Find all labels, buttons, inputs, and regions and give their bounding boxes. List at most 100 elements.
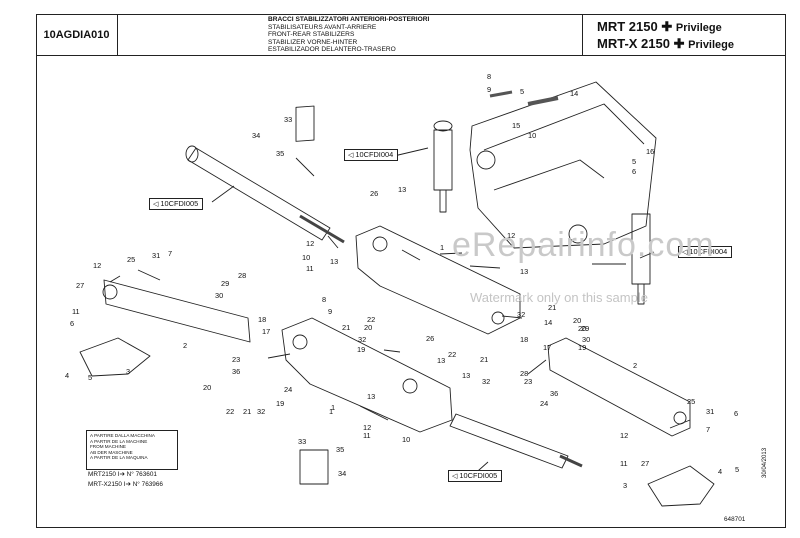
reference-code: 10CFDI005 — [459, 471, 498, 480]
serial-row-2: MRT-X2150 I➔ N° 763966 — [88, 480, 163, 488]
housing-pin-hole — [568, 224, 588, 244]
part-callout: 3 — [623, 481, 628, 490]
part-callout: 19 — [357, 345, 366, 354]
title-french: STABILISATEURS AVANT-ARRIERE — [268, 23, 377, 31]
part-callout: 11 — [306, 264, 314, 273]
stabilizer-arm — [281, 317, 453, 433]
part-callout: 4 — [718, 467, 723, 476]
part-callout: 5 — [88, 373, 93, 382]
model-name-1: MRT 2150 — [597, 19, 658, 34]
arrow-right-icon: I➔ — [117, 471, 125, 478]
stabilizer-leg — [103, 279, 251, 343]
part-callout: 22 — [367, 315, 376, 324]
model-name-2: MRT-X 2150 — [597, 36, 670, 51]
part-callout: 21 — [342, 323, 351, 332]
title-german: STABILIZER VORNE-HINTER — [268, 38, 358, 46]
part-callout: 20 — [364, 323, 373, 332]
part-callout: 1 — [440, 243, 445, 252]
reference-box[interactable]: ◁10CFDI004 — [678, 246, 733, 258]
serial-number: N° 763601 — [126, 471, 157, 478]
part-callout: 2 — [633, 361, 638, 370]
arrow-right-icon: I➔ — [123, 481, 131, 488]
from-machine-line: A PARTIRE DALLA MACCHINA — [90, 433, 155, 438]
part-callout: 28 — [520, 369, 529, 378]
part-callout: 11 — [363, 431, 371, 440]
part-callout: 32 — [358, 335, 367, 344]
part-callout: 34 — [338, 469, 347, 478]
part-callout: 33 — [298, 437, 307, 446]
arrow-left-icon: ◁ — [452, 473, 458, 480]
model-line-1: MRT 2150 ✚ Privilege — [597, 19, 786, 36]
title-italian: BRACCI STABILIZZATORI ANTERIORI-POSTERIO… — [268, 16, 430, 23]
watermark-site: eRepairinfo.com — [452, 226, 715, 264]
part-callout: 6 — [70, 319, 75, 328]
part-callout: 6 — [734, 409, 739, 418]
part-callout: 31 — [152, 251, 161, 260]
cylinder-rod — [299, 214, 345, 244]
hydraulic-cylinder — [187, 147, 331, 241]
title-block: BRACCI STABILIZZATORI ANTERIORI-POSTERIO… — [118, 14, 582, 56]
part-callout: 29 — [581, 324, 590, 333]
part-callout: 13 — [330, 257, 339, 266]
from-machine-line: AB DER MASCHINE — [90, 449, 133, 455]
part-callout: 19 — [578, 343, 587, 352]
housing-slot — [493, 159, 605, 191]
cylinder-eye — [433, 120, 453, 132]
part-callout: 18 — [258, 315, 267, 324]
part-callout: 29 — [221, 279, 230, 288]
plus-icon: ✚ — [673, 36, 685, 51]
part-callout: 8 — [322, 295, 327, 304]
stabilizer-foot — [647, 465, 715, 507]
part-callout: 21 — [548, 303, 557, 312]
part-callout: 5 — [632, 157, 637, 166]
reference-box[interactable]: ◁10CFDI005 — [448, 470, 503, 482]
part-callout: 35 — [276, 149, 285, 158]
part-callout: 16 — [646, 147, 655, 156]
part-callout: 5 — [735, 465, 740, 474]
housing-edge — [483, 103, 645, 151]
from-machine-line: A PARTIR DE LA MAQUINA — [90, 455, 148, 461]
part-callout: 18 — [520, 335, 529, 344]
title-english: FRONT-REAR STABILIZERS — [268, 31, 355, 39]
part-callout: 36 — [550, 389, 559, 398]
part-callout: 30 — [215, 291, 224, 300]
part-callout: 27 — [641, 459, 650, 468]
part-callout: 2 — [183, 341, 188, 350]
part-callout: 35 — [336, 445, 345, 454]
part-callout: 30 — [582, 335, 591, 344]
serial-row-1: MRT2150 I➔ N° 763601 — [88, 470, 157, 478]
model-block: MRT 2150 ✚ Privilege MRT-X 2150 ✚ Privil… — [582, 14, 786, 56]
reference-box[interactable]: ◁10CFDI004 — [344, 149, 399, 161]
part-callout: 5 — [520, 87, 525, 96]
hydraulic-cylinder-vertical — [433, 129, 453, 191]
figure-number: 648701 — [724, 516, 746, 523]
reference-box[interactable]: ◁10CFDI005 — [149, 198, 204, 210]
part-callout: 11 — [620, 459, 628, 468]
part-callout: 24 — [540, 399, 549, 408]
part-callout: 23 — [232, 355, 241, 364]
part-callout: 17 — [262, 327, 271, 336]
part-callout: 32 — [517, 310, 526, 319]
leg-pin-hole — [102, 284, 118, 300]
part-callout: 22 — [226, 407, 235, 416]
part-callout: 8 — [487, 72, 492, 81]
part-callout: 19 — [276, 399, 285, 408]
part-callout: 1 — [329, 407, 334, 416]
serial-model: MRT2150 — [88, 471, 116, 478]
title-spanish: ESTABILIZADOR DELANTERO-TRASERO — [268, 46, 396, 54]
arrow-left-icon: ◁ — [348, 152, 354, 159]
part-callout: 21 — [243, 407, 252, 416]
hydraulic-cylinder — [449, 413, 569, 469]
part-callout: 13 — [520, 267, 529, 276]
stabilizer-leg — [547, 337, 691, 437]
part-callout: 20 — [203, 383, 212, 392]
plus-icon: ✚ — [661, 19, 673, 34]
document-date: 30/04/2013 — [762, 447, 768, 478]
serial-model: MRT-X2150 — [88, 481, 122, 488]
part-callout: 27 — [76, 281, 85, 290]
cylinder-rod — [637, 283, 645, 305]
part-callout: 34 — [252, 131, 261, 140]
serial-number: N° 763966 — [132, 481, 163, 488]
cylinder-eye — [185, 145, 199, 163]
